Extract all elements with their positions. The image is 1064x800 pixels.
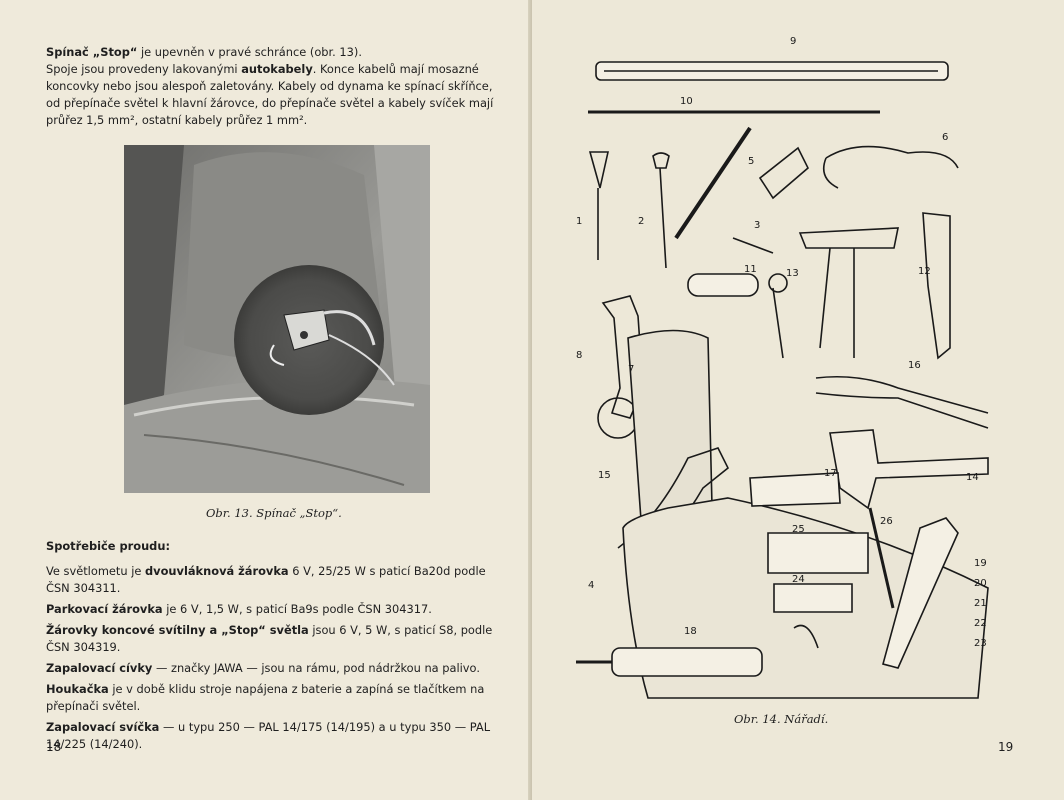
page-number-left: 18 (46, 740, 62, 754)
text-span: je upevněn v pravé schránce (obr. 13). (137, 45, 362, 59)
label-24: 24 (792, 574, 805, 585)
term-parking-bulb: Parkovací žárovka (46, 602, 163, 616)
text-span: Spoje jsou provedeny lakovanými (46, 62, 242, 76)
label-5: 5 (748, 156, 754, 167)
paragraph-stop-switch: Spínač „Stop“ je upevněn v pravé schránc… (46, 44, 508, 61)
figure-13-photo (124, 145, 430, 493)
label-13: 13 (786, 268, 799, 279)
label-2: 2 (638, 216, 644, 227)
label-16: 16 (908, 360, 921, 371)
label-22: 22 (974, 618, 987, 629)
label-6: 6 (942, 132, 948, 143)
left-page: Spínač „Stop“ je upevněn v pravé schránc… (46, 44, 508, 754)
text-span: jsou 6 V, 5 W, s paticí S8, podle ČSN 30… (46, 623, 493, 654)
label-20: 20 (974, 578, 987, 589)
text-span: 6 V, 25/25 W s paticí Ba20d podle ČSN 30… (46, 564, 486, 595)
left-consumers-text: Spotřebiče proudu: Ve světlometu je dvou… (46, 538, 508, 753)
label-11: 11 (744, 264, 757, 275)
label-21: 21 (974, 598, 987, 609)
label-1: 1 (576, 216, 582, 227)
term-tail-bulbs: Žárovky koncové svítilny a „Stop“ světla (46, 623, 309, 637)
label-18: 18 (684, 626, 697, 637)
figure-13-caption: Obr. 13. Spínač „Stop“. (206, 506, 342, 520)
term-stop-switch: Spínač „Stop“ (46, 45, 138, 59)
label-19: 19 (974, 558, 987, 569)
text-span: — u typu 250 — PAL 14/175 (14/195) a u t… (46, 720, 491, 751)
label-23: 23 (974, 638, 987, 649)
figure-14-tools-drawing: 9 10 5 6 1 2 3 11 13 12 8 7 16 15 17 14 … (576, 36, 989, 699)
label-14: 14 (966, 472, 979, 483)
label-4: 4 (588, 580, 594, 591)
item-horn: Houkačka je v době klidu stroje napájena… (46, 681, 508, 715)
label-10: 10 (680, 96, 693, 107)
label-9: 9 (790, 36, 796, 47)
text-span: — značky JAWA — jsou na rámu, pod nádržk… (152, 661, 480, 675)
term-spark-plug: Zapalovací svíčka (46, 720, 160, 734)
label-15: 15 (598, 470, 611, 481)
text-span: je v době klidu stroje napájena z bateri… (46, 682, 485, 713)
tool-labels: 9 10 5 6 1 2 3 11 13 12 8 7 16 15 17 14 … (576, 36, 987, 649)
term-horn: Houkačka (46, 682, 109, 696)
term-autocables: autokabely (241, 62, 313, 76)
label-26: 26 (880, 516, 893, 527)
label-3: 3 (754, 220, 760, 231)
figure-14-caption: Obr. 14. Nářadí. (734, 712, 829, 726)
label-7: 7 (628, 364, 634, 375)
page-number-right: 19 (998, 740, 1014, 754)
label-12: 12 (918, 266, 931, 277)
heading-text: Spotřebiče proudu: (46, 539, 170, 553)
label-25: 25 (792, 524, 805, 535)
paragraph-cables: Spoje jsou provedeny lakovanými autokabe… (46, 61, 508, 129)
label-8: 8 (576, 350, 582, 361)
term-ignition-coils: Zapalovací cívky (46, 661, 153, 675)
term-bulb: dvouvláknová žárovka (145, 564, 289, 578)
item-ignition-coils: Zapalovací cívky — značky JAWA — jsou na… (46, 660, 508, 677)
item-parking-bulb: Parkovací žárovka je 6 V, 1,5 W, s patic… (46, 601, 508, 618)
text-span: Ve světlometu je (46, 564, 146, 578)
right-page: 9 10 5 6 1 2 3 11 13 12 8 7 16 15 17 14 … (532, 0, 1064, 800)
label-17: 17 (824, 468, 837, 479)
section-heading: Spotřebiče proudu: (46, 538, 508, 555)
item-headlight-bulb: Ve světlometu je dvouvláknová žárovka 6 … (46, 563, 508, 597)
text-span: je 6 V, 1,5 W, s paticí Ba9s podle ČSN 3… (162, 602, 432, 616)
item-spark-plug: Zapalovací svíčka — u typu 250 — PAL 14/… (46, 719, 508, 753)
item-tail-bulbs: Žárovky koncové svítilny a „Stop“ světla… (46, 622, 508, 656)
left-intro-text: Spínač „Stop“ je upevněn v pravé schránc… (46, 44, 508, 129)
text-span: . Konce kabelů mají mosazné koncovky neb… (46, 62, 494, 127)
